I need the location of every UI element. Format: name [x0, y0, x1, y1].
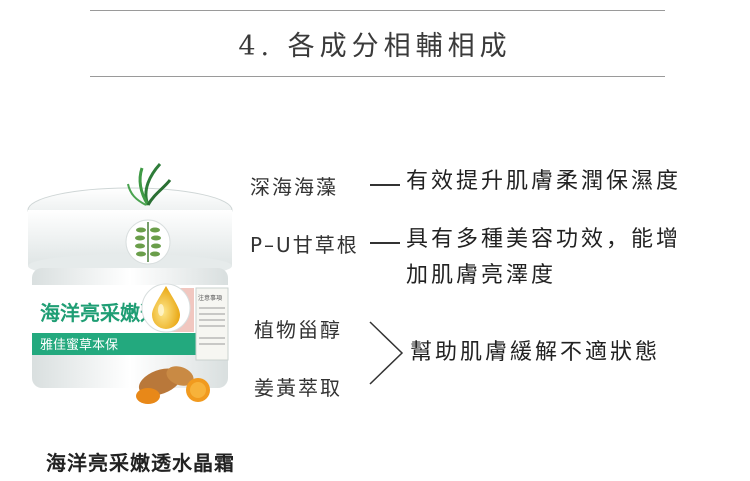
- ingredient-name-turmeric-extract: 姜黃萃取: [254, 376, 342, 400]
- ingredient-name-seaweed: 深海海藻: [250, 175, 338, 199]
- jar-label-brand: 雅佳蜜草本保: [40, 338, 118, 353]
- turmeric-icon: [136, 366, 210, 404]
- bottom-rule: [90, 76, 665, 77]
- grouping-bracket: [369, 321, 404, 385]
- ingredient-name-licorice-root: P–U甘草根: [250, 233, 359, 257]
- benefit-licorice-root-line-2: 加肌膚亮澤度: [406, 263, 557, 288]
- benefit-licorice-root-line-1: 具有多種美容功效，能增: [406, 227, 682, 252]
- benefit-group: 幫助肌膚緩解不適狀態: [410, 340, 661, 365]
- jar-info-title: 注意事項: [198, 294, 222, 302]
- seaweed-icon: [127, 162, 172, 206]
- connector-dash-licorice-root: [370, 242, 400, 244]
- top-rule: [90, 10, 665, 11]
- plant-oil-drop-icon: [141, 283, 191, 333]
- ingredient-name-phytosterol: 植物甾醇: [254, 318, 342, 342]
- product-jar-image: 海洋亮采嫩透 雅佳蜜草本保 注意事項: [27, 162, 233, 404]
- jar-label-title: 海洋亮采嫩透: [40, 301, 161, 325]
- section-heading: 4. 各成分相輔相成: [238, 31, 512, 62]
- connector-dash-seaweed: [370, 184, 400, 186]
- licorice-root-icon: [125, 219, 171, 265]
- benefit-seaweed: 有效提升肌膚柔潤保濕度: [406, 169, 682, 194]
- product-caption: 海洋亮采嫩透水晶霜: [46, 451, 235, 475]
